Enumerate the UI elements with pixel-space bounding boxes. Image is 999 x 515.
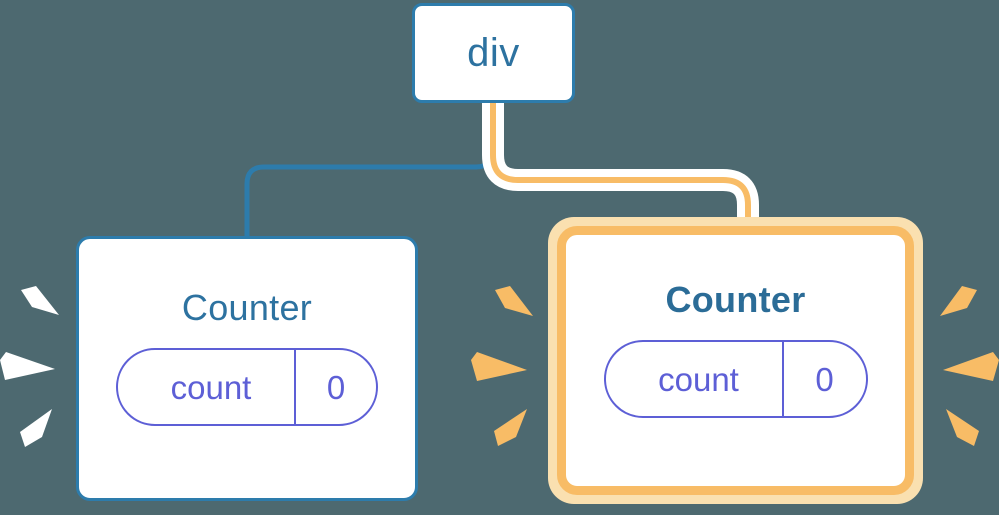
node-counter-right[interactable]: Counter count 0 [548,217,923,504]
state-value-label: 0 [781,342,866,416]
edge-div-to-counter-right [490,103,751,236]
state-key-label: count [170,368,252,406]
node-counter-right-body: Counter count 0 [557,226,914,495]
state-pill-counter-right: count 0 [603,340,868,418]
node-div[interactable]: div [412,3,575,103]
node-counter-right-title: Counter [665,279,806,320]
edge-div-to-counter-left [244,100,496,239]
state-value-label: 0 [294,350,376,424]
state-key-label: count [658,360,739,398]
node-div-label: div [467,31,520,75]
node-counter-left-title: Counter [181,287,313,328]
node-counter-left[interactable]: Counter count 0 [76,236,418,501]
state-pill-counter-left: count 0 [116,348,378,426]
